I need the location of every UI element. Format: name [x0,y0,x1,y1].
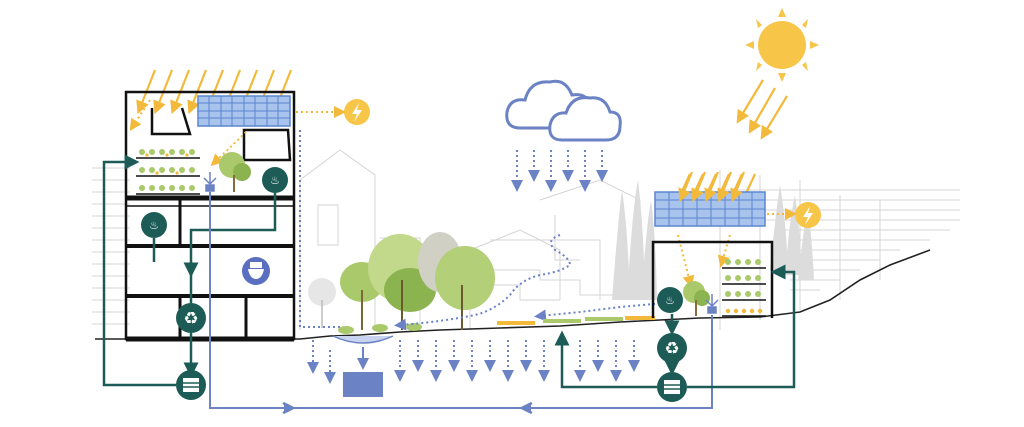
svg-text:♻: ♻ [183,309,198,329]
water-treatment-icon-right: ♨ [657,287,683,313]
rainfall-arrows [511,150,608,192]
right-building: ♨ ♻ [651,171,774,402]
water-treatment-icon-2: ♨ [141,212,167,238]
context-buildings [92,149,960,330]
svg-text:♨: ♨ [149,219,159,232]
left-context-hatch [92,167,130,325]
retention-tank [343,372,383,397]
water-tank-icon-right [657,372,687,402]
solar-panel-icon-right [654,191,766,227]
water-distribution-pipes [209,192,713,414]
cloud-icon [505,79,622,142]
toilet-icon [242,257,270,285]
vertical-farm-left [136,149,200,195]
sunlight-arrows-right [674,79,788,206]
svg-text:♨: ♨ [270,174,280,187]
recycle-icon-right: ♻ [657,333,687,363]
tree-grey-1 [308,278,336,328]
sprinkler-icon-right [705,294,719,314]
sun-icon [745,8,819,82]
tree-green-3 [435,246,495,330]
ground-line [95,249,931,340]
svg-text:♨: ♨ [665,294,675,307]
water-treatment-icon: ♨ [262,167,288,193]
lightning-bolt-icon-right [795,202,821,228]
vertical-farm-right [722,259,766,317]
rainwater-collection-path [394,234,666,331]
rainwater-collection-left [299,130,340,328]
svg-text:♻: ♻ [664,339,679,359]
water-tank-icon [176,370,206,400]
greywater-pipes-right [554,264,796,389]
park-trees [308,232,495,334]
tree-icon [219,152,251,192]
left-building: ♨ ♨ ♻ [124,69,296,400]
lightning-bolt-icon [344,99,370,125]
recycle-icon: ♻ [176,303,206,333]
ground-crops [497,316,655,325]
infiltration-arrows [307,340,640,384]
retention-basin [332,335,394,344]
sprinkler-icon [203,172,217,192]
sunlight-dotted-right [677,234,731,288]
greywater-pipes-left [102,154,277,387]
tree-icon-right [683,281,710,316]
solar-panel-icon [197,95,291,127]
